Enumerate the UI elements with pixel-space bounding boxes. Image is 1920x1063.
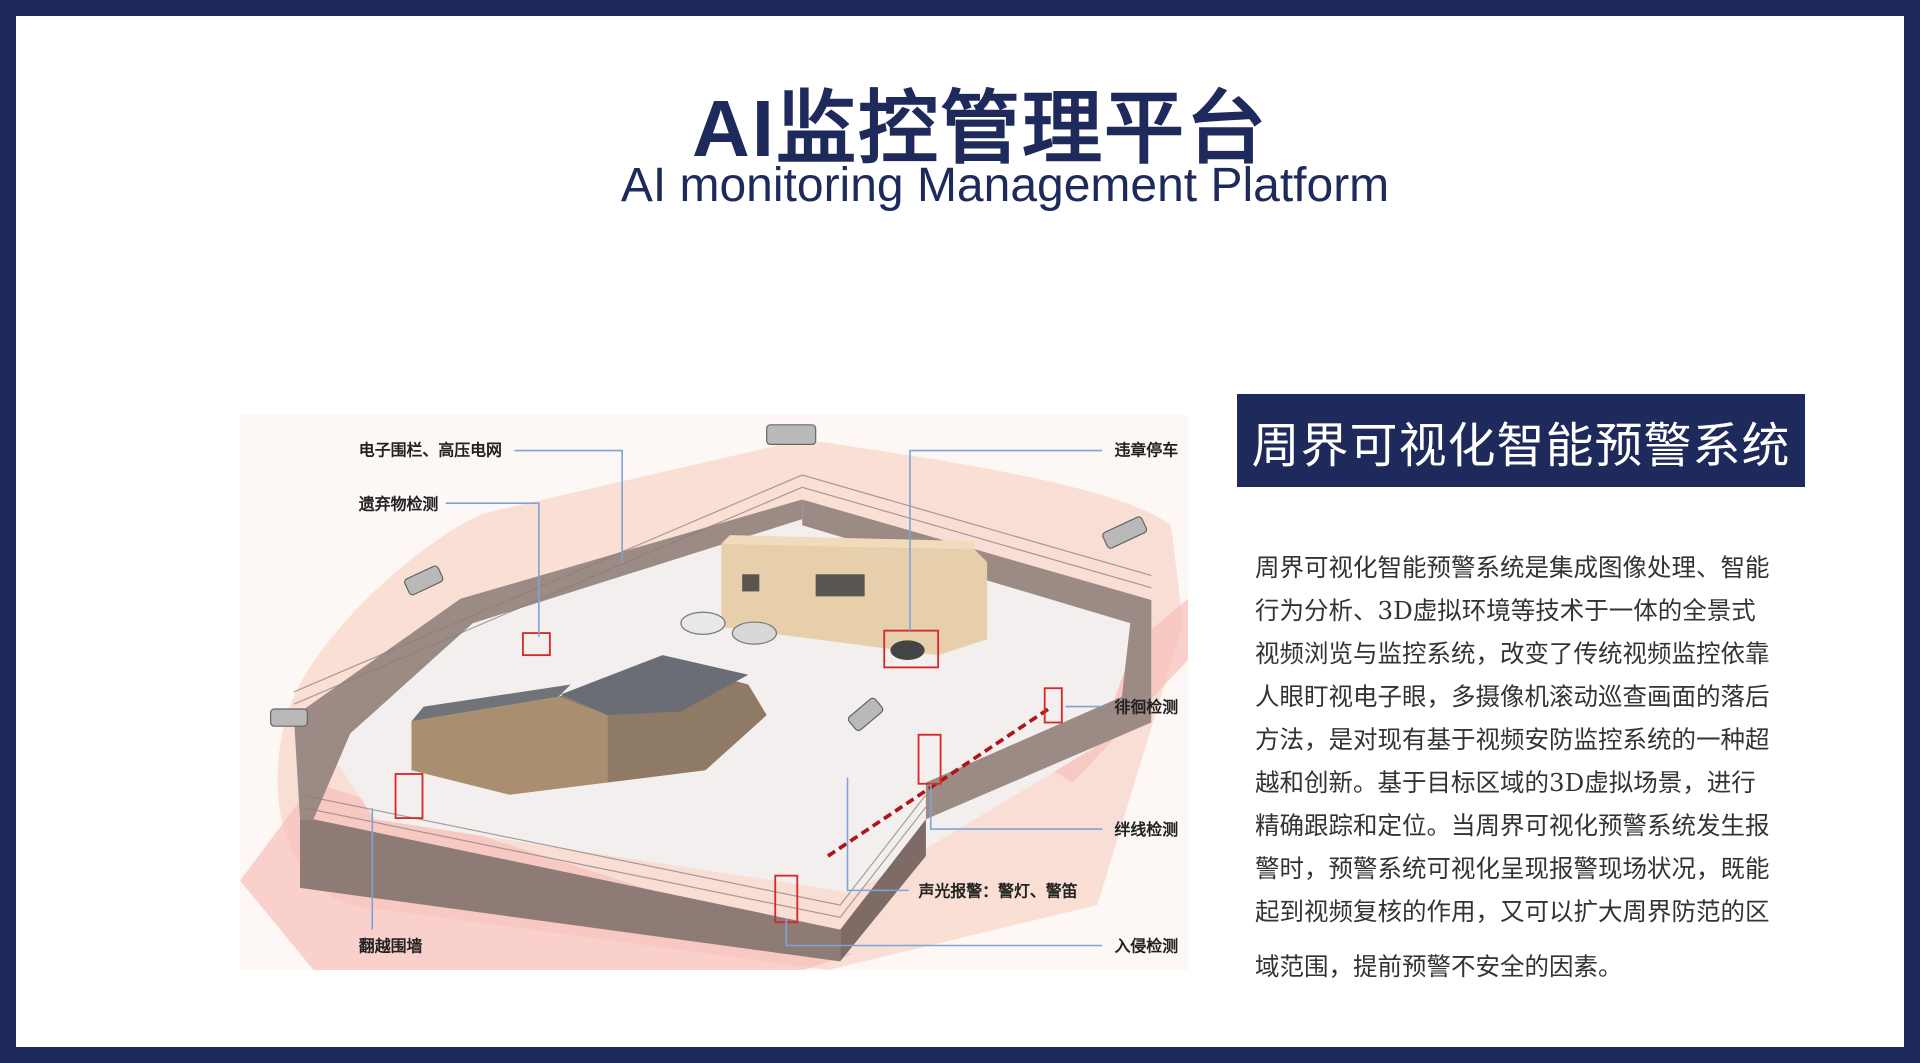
- description-line: 视频浏览与监控系统，改变了传统视频监控依靠: [1255, 639, 1770, 668]
- label-parking: 违章停车: [1115, 440, 1179, 459]
- building-back: [721, 535, 988, 656]
- description-line: 起到视频复核的作用，又可以扩大周界防范的区: [1255, 897, 1770, 926]
- label-abandoned: 遗弃物检测: [358, 494, 439, 513]
- cars: [680, 611, 925, 661]
- description-line: 域范围，提前预警不安全的因素。: [1255, 952, 1623, 981]
- fence-lines: [293, 474, 1152, 918]
- description-line: 警时，预警系统可视化呈现报警现场状况，既能: [1255, 854, 1770, 883]
- section-description: 周界可视化智能预警系统是集成图像处理、智能 行为分析、3D虚拟环境等技术于一体的…: [1255, 546, 1775, 988]
- alert-boxes: [394, 629, 1063, 924]
- description-line: 越和创新。基于目标区域的3D虚拟场景，进行: [1255, 768, 1756, 797]
- label-tripwire: 绊线检测: [1115, 820, 1179, 839]
- section-heading: 周界可视化智能预警系统: [1237, 394, 1805, 487]
- description-line: 精确跟踪和定位。当周界可视化预警系统发生报: [1255, 811, 1770, 840]
- leader-lines: [371, 449, 1103, 947]
- cameras: [270, 424, 1148, 732]
- label-loitering: 徘徊检测: [1115, 698, 1179, 717]
- description-line: 人眼盯视电子眼，多摄像机滚动巡查画面的落后: [1255, 682, 1770, 711]
- page-subtitle: AI monitoring Management Platform: [620, 159, 1390, 212]
- description-line: 行为分析、3D虚拟环境等技术于一体的全景式: [1255, 596, 1756, 625]
- label-fence: 电子围栏、高压电网: [359, 440, 502, 459]
- page-title: AI监控管理平台: [692, 84, 1268, 173]
- label-intrusion: 入侵检测: [1115, 937, 1179, 956]
- description-line: 方法，是对现有基于视频安防监控系统的一种超: [1255, 725, 1770, 754]
- building-front: [411, 655, 767, 795]
- label-alarm: 声光报警：警灯、警笛: [918, 881, 1078, 900]
- label-climb: 翻越围墙: [359, 937, 423, 956]
- perimeter-illustration: 电子围栏、高压电网 遗弃物检测 违章停车 徘徊检测 绊线检测 声光报警：警灯、警…: [240, 415, 1188, 970]
- description-line: 周界可视化智能预警系统是集成图像处理、智能: [1255, 553, 1770, 582]
